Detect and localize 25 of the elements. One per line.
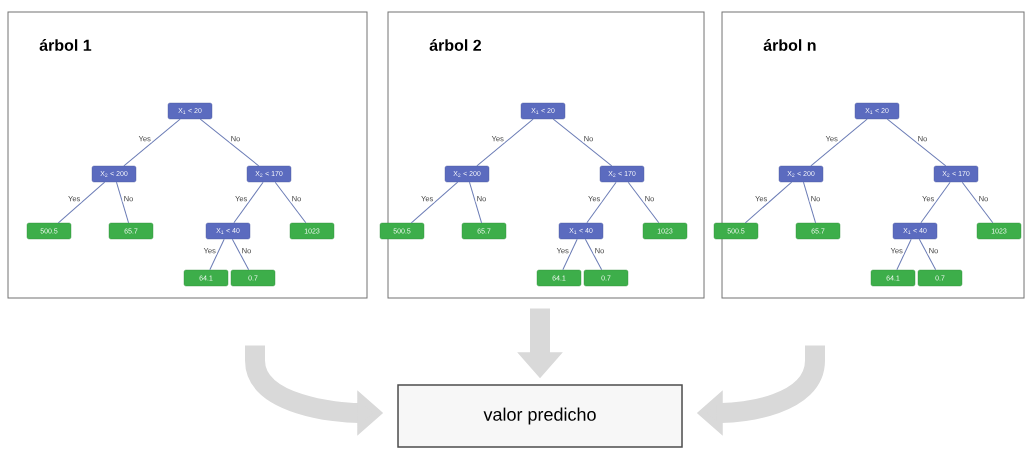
- tree-branch: [57, 181, 106, 224]
- tree-branch: [920, 181, 951, 224]
- tree-branch: [199, 118, 260, 167]
- tree-branch: [231, 238, 250, 271]
- tree-branch: [584, 238, 603, 271]
- tree-branch: [810, 118, 868, 167]
- tree-branch: [468, 181, 483, 224]
- tree-branch: [233, 181, 264, 224]
- tree-branch: [627, 181, 660, 224]
- tree-branch: [115, 181, 130, 224]
- tree-branch: [209, 238, 225, 271]
- tree-branch: [744, 181, 793, 224]
- tree-branch: [586, 181, 617, 224]
- tree-branch: [562, 238, 578, 271]
- tree-branch: [802, 181, 817, 224]
- tree-branch: [896, 238, 912, 271]
- tree-branch: [552, 118, 613, 167]
- tree-branch: [886, 118, 947, 167]
- tree-branch: [410, 181, 459, 224]
- tree-branch: [918, 238, 937, 271]
- tree-branch: [961, 181, 994, 224]
- result-box: valor predicho: [397, 384, 683, 448]
- tree-branch: [123, 118, 181, 167]
- tree-branch: [476, 118, 534, 167]
- tree-branch: [274, 181, 307, 224]
